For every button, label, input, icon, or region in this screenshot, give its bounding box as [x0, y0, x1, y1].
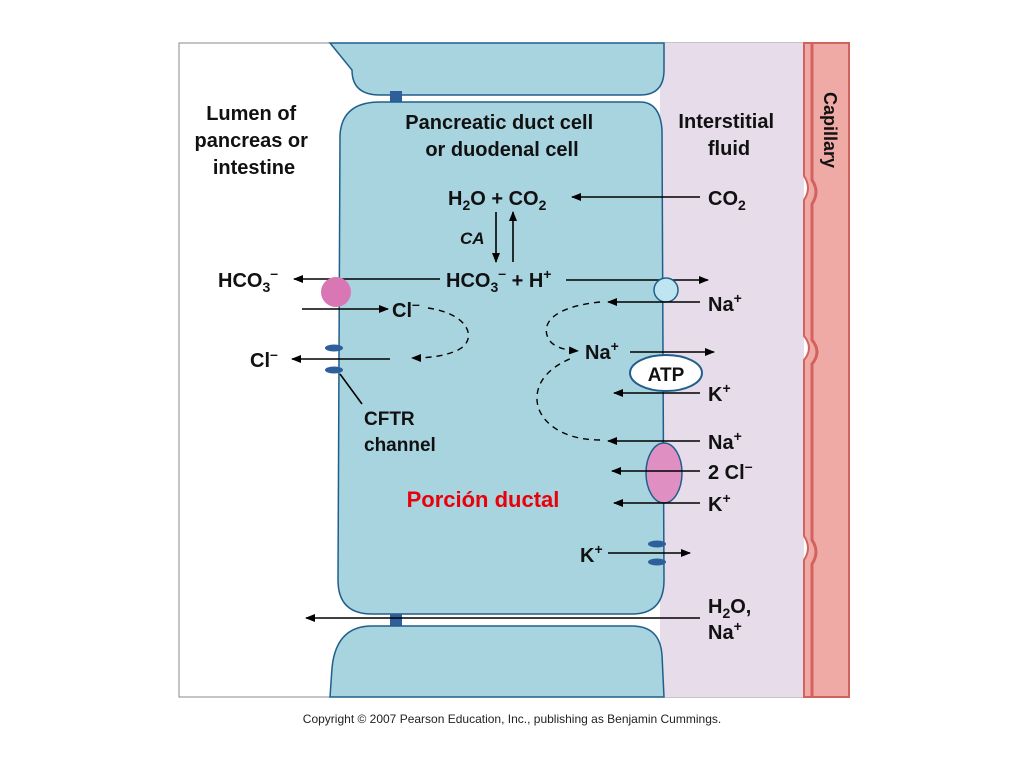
cl-hco3-exchanger [321, 277, 351, 307]
hco3-h-text: HCO3– + H+ [446, 265, 551, 295]
atp-label: ATP [648, 365, 685, 386]
co2-interstitial-text: CO2 [708, 188, 746, 213]
capillary-wall [803, 42, 850, 698]
nkcc-cotransporter [645, 442, 683, 504]
lumen-label: Lumen of pancreas or intestine [195, 103, 314, 179]
cl-recycle-dashed-arrow [411, 307, 469, 362]
na-cell-text: Na+ [585, 338, 619, 364]
h2o-interstitial-text: H2O, [708, 596, 751, 621]
capillary-lining [810, 43, 819, 697]
interstitial-label: Interstitial fluid [678, 111, 779, 160]
cl-cell-text: Cl– [392, 296, 420, 322]
cftr-channel-bottom [325, 366, 343, 374]
k-cell-text: K+ [580, 541, 603, 567]
upper-cell [328, 42, 665, 96]
duct-cell [337, 101, 665, 615]
lower-tight-junction [390, 614, 402, 626]
k-channel-top [648, 540, 666, 548]
k-interstitial-text-2: K+ [708, 490, 731, 516]
capillary-label: Capillary [820, 92, 840, 168]
cl2-interstitial-text: 2 Cl– [708, 458, 753, 484]
na-interstitial-text: Na+ [708, 290, 742, 316]
cftr-pointer-line [339, 373, 363, 405]
cell-label: Pancreatic duct cell or duodenal cell [405, 112, 598, 161]
na-k-atpase [629, 354, 703, 392]
na-paracellular-text: Na+ [708, 618, 742, 644]
na-nkcc-dashed-path [536, 357, 601, 441]
hco3-lumen-text: HCO3– [218, 265, 278, 295]
cl-lumen-text: Cl– [250, 346, 278, 372]
copyright-text: Copyright © 2007 Pearson Education, Inc.… [302, 712, 722, 726]
porcion-ductal-label: Porción ductal [407, 487, 560, 512]
lower-cell [329, 625, 665, 698]
cftr-channel-top [325, 344, 343, 352]
na-recycle-dashed-arrow [545, 301, 601, 355]
na-h-exchanger [653, 277, 679, 303]
k-interstitial-text-1: K+ [708, 380, 731, 406]
upper-tight-junction [390, 91, 402, 102]
h2o-co2-text: H2O + CO2 [448, 188, 547, 213]
ca-label: CA [460, 229, 485, 248]
k-channel-bottom [648, 558, 666, 566]
cftr-label: CFTR channel [364, 409, 436, 456]
na-interstitial-text-2: Na+ [708, 428, 742, 454]
